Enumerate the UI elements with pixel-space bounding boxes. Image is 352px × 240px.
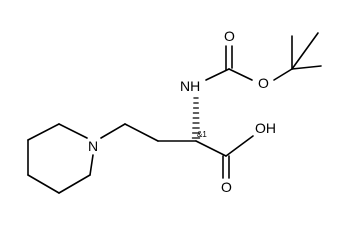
acid-hydroxyl-label: OH: [255, 120, 276, 136]
bond-carboxyl-to-oh: [225, 135, 254, 157]
bond-alpha-to-carboxyl: [195, 140, 227, 157]
bond-beta-to-gamma: [124, 123, 159, 142]
molecule-diagram: O NH O OH O N &1: [27, 28, 322, 195]
bond-ring-c2-to-c3: [27, 123, 60, 141]
carbonyl-oxygen-label: O: [224, 28, 235, 44]
ester-oxygen-label: O: [258, 75, 269, 91]
stereo-label: &1: [197, 130, 207, 139]
bond-ring-c4-to-c5: [27, 174, 60, 194]
structure-canvas: O NH O OH O N &1: [27, 28, 322, 195]
bond-tbu-methyl-upright: [291, 32, 319, 70]
bond-ester-o-to-tbu: [273, 68, 293, 81]
acid-oxygen-label: O: [221, 179, 232, 195]
bond-ring-c5-to-c6: [58, 174, 91, 194]
bond-ring-c6-to-n: [89, 154, 94, 176]
bond-carbonyl-to-ester-o: [228, 68, 253, 81]
bond-tbu-methyl-right: [291, 65, 322, 70]
amide-nh-label: NH: [180, 78, 200, 94]
ring-nitrogen-label: N: [88, 138, 98, 154]
bond-ring-n-to-c2: [58, 123, 88, 139]
bond-gamma-to-ring-n: [100, 123, 126, 139]
bond-carbonyl-to-nh: [205, 68, 230, 81]
